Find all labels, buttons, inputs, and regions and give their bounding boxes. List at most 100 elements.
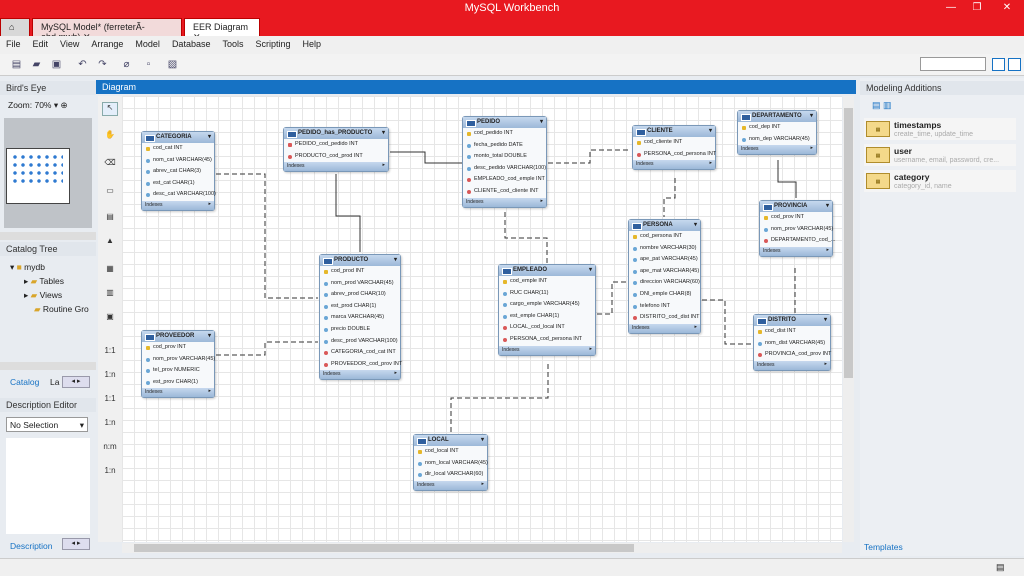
tab-scroll-arrows[interactable]: ◂ ▸ [62, 376, 90, 388]
tree-item-mydb[interactable]: ▾ ■ mydb [10, 262, 45, 272]
indexes-section[interactable]: Indexes [284, 162, 388, 172]
column-row[interactable]: nom_dist VARCHAR(45) [754, 338, 830, 350]
column-row[interactable]: PRODUCTO_cod_prod INT [284, 151, 388, 163]
zoom-in-icon[interactable]: ⊕ [60, 100, 68, 110]
view-tool-icon[interactable]: ▥ [106, 288, 114, 297]
column-row[interactable]: ape_pat VARCHAR(45) [629, 254, 700, 266]
note-tool-icon[interactable]: ▤ [106, 212, 114, 221]
birds-eye-minimap[interactable] [4, 118, 92, 228]
column-row[interactable]: direccion VARCHAR(60) [629, 277, 700, 289]
column-row[interactable]: cod_persona INT [629, 231, 700, 243]
open-folder-icon[interactable]: ▰ [32, 59, 41, 70]
column-row[interactable]: cod_local INT [414, 446, 487, 458]
tab-eer[interactable]: EER Diagram ✕ [184, 18, 260, 42]
indexes-section[interactable]: Indexes [754, 360, 830, 370]
table-header[interactable]: PEDIDO [463, 117, 546, 128]
table-cliente[interactable]: CLIENTEcod_cliente INTPERSONA_cod_person… [632, 125, 716, 171]
add-snippet-icon[interactable]: ▤ [872, 100, 881, 110]
column-row[interactable]: PEDIDO_cod_pedido INT [284, 139, 388, 151]
column-row[interactable]: RUC CHAR(11) [499, 288, 595, 300]
scroll-thumb-h[interactable] [134, 544, 634, 552]
undo-icon[interactable]: ↶ [78, 59, 87, 70]
menu-help[interactable]: Help [302, 39, 322, 49]
menu-edit[interactable]: Edit [32, 39, 49, 49]
horizontal-scrollbar[interactable] [122, 543, 842, 553]
column-row[interactable]: PROVINCIA_cod_prov INT [754, 349, 831, 361]
column-row[interactable]: cod_dep INT [738, 122, 816, 134]
search-input[interactable] [920, 57, 986, 71]
minimap-viewport[interactable] [6, 148, 70, 204]
tree-item-tables[interactable]: ▸ ▰ Tables [24, 276, 64, 286]
column-row[interactable]: cod_prov INT [760, 212, 832, 224]
column-row[interactable]: desc_pedido VARCHAR(100) [463, 163, 546, 175]
column-row[interactable]: LOCAL_cod_local INT [499, 322, 595, 334]
scroll-thumb-v[interactable] [844, 108, 853, 378]
selection-dropdown[interactable]: No Selection▾ [6, 417, 88, 432]
tab-model[interactable]: MySQL Model* (ferreterÃ­abd.mwb) ✕ [32, 18, 182, 42]
table-tool-icon[interactable]: ▦ [106, 264, 114, 273]
column-row[interactable]: nom_cat VARCHAR(45) [142, 155, 214, 167]
align-icon[interactable]: ▫ [146, 59, 151, 70]
column-row[interactable]: cod_pedido INT [463, 128, 546, 140]
tab-layers[interactable]: La [50, 377, 60, 387]
table-header[interactable]: CATEGORIA [142, 132, 214, 143]
table-header[interactable]: EMPLEADO [499, 265, 595, 276]
pointer-tool-icon[interactable]: ↖ [102, 102, 118, 116]
column-row[interactable]: cod_dist INT [754, 326, 830, 338]
indexes-section[interactable]: Indexes [142, 200, 214, 210]
column-row[interactable]: est_emple CHAR(1) [499, 311, 595, 323]
indexes-section[interactable]: Indexes [629, 323, 700, 333]
tab-description[interactable]: Description [10, 541, 53, 551]
column-row[interactable]: nombre VARCHAR(30) [629, 243, 700, 255]
new-file-icon[interactable]: ▤ [11, 59, 22, 70]
home-tab[interactable]: ⌂ [0, 18, 30, 36]
table-pedido-has-producto[interactable]: PEDIDO_has_PRODUCTOPEDIDO_cod_pedido INT… [283, 127, 389, 173]
indexes-section[interactable]: Indexes [760, 246, 832, 256]
column-row[interactable]: fecha_pedido DATE [463, 140, 546, 152]
indexes-section[interactable]: Indexes [463, 197, 546, 207]
column-row[interactable]: tel_prov NUMERIC [142, 365, 214, 377]
eraser-tool-icon[interactable]: ⌫ [104, 158, 116, 167]
table-header[interactable]: LOCAL [414, 435, 487, 446]
rel-n-m-tool[interactable]: n:m [103, 442, 117, 451]
image-tool-icon[interactable]: ▲ [106, 236, 114, 245]
column-row[interactable]: est_cat CHAR(1) [142, 178, 214, 190]
snippet-folder-icon[interactable]: ▥ [883, 100, 892, 110]
table-header[interactable]: PROVINCIA [760, 201, 832, 212]
column-row[interactable]: cod_emple INT [499, 276, 595, 288]
minimize-button[interactable]: — [946, 2, 956, 13]
rel-1-n-tool[interactable]: 1:n [104, 370, 116, 379]
column-row[interactable]: cod_prov INT [142, 342, 214, 354]
tree-scrollbar[interactable] [0, 362, 96, 370]
column-row[interactable]: ape_mat VARCHAR(45) [629, 266, 700, 278]
maximize-button[interactable]: ❐ [972, 2, 982, 13]
menu-model[interactable]: Model [135, 39, 160, 49]
column-row[interactable]: cod_prod INT [320, 266, 400, 278]
toggle-sidebar-icon[interactable] [992, 58, 1005, 71]
toggle-grid-icon[interactable]: ⌀ [123, 59, 130, 70]
column-row[interactable]: DNI_emple CHAR(8) [629, 289, 700, 301]
column-row[interactable]: abrev_prod CHAR(10) [320, 289, 400, 301]
hand-tool-icon[interactable]: ✋ [105, 130, 115, 139]
menu-arrange[interactable]: Arrange [91, 39, 124, 49]
tab-catalog[interactable]: Catalog [10, 377, 40, 387]
column-row[interactable]: desc_prod VARCHAR(100) [320, 336, 400, 348]
menu-scripting[interactable]: Scripting [255, 39, 291, 49]
table-header[interactable]: PERSONA [629, 220, 700, 231]
indexes-section[interactable]: Indexes [320, 370, 400, 380]
column-row[interactable]: est_prov CHAR(1) [142, 377, 214, 389]
routine-tool-icon[interactable]: ▣ [106, 312, 114, 321]
column-row[interactable]: abrev_cat CHAR(3) [142, 166, 214, 178]
rel-1-1-tool[interactable]: 1:1 [104, 346, 116, 355]
indexes-section[interactable]: Indexes [414, 480, 487, 490]
column-row[interactable]: cod_cat INT [142, 143, 214, 155]
column-row[interactable]: telefono INT [629, 301, 700, 313]
close-window-button[interactable]: ✕ [1002, 2, 1012, 13]
